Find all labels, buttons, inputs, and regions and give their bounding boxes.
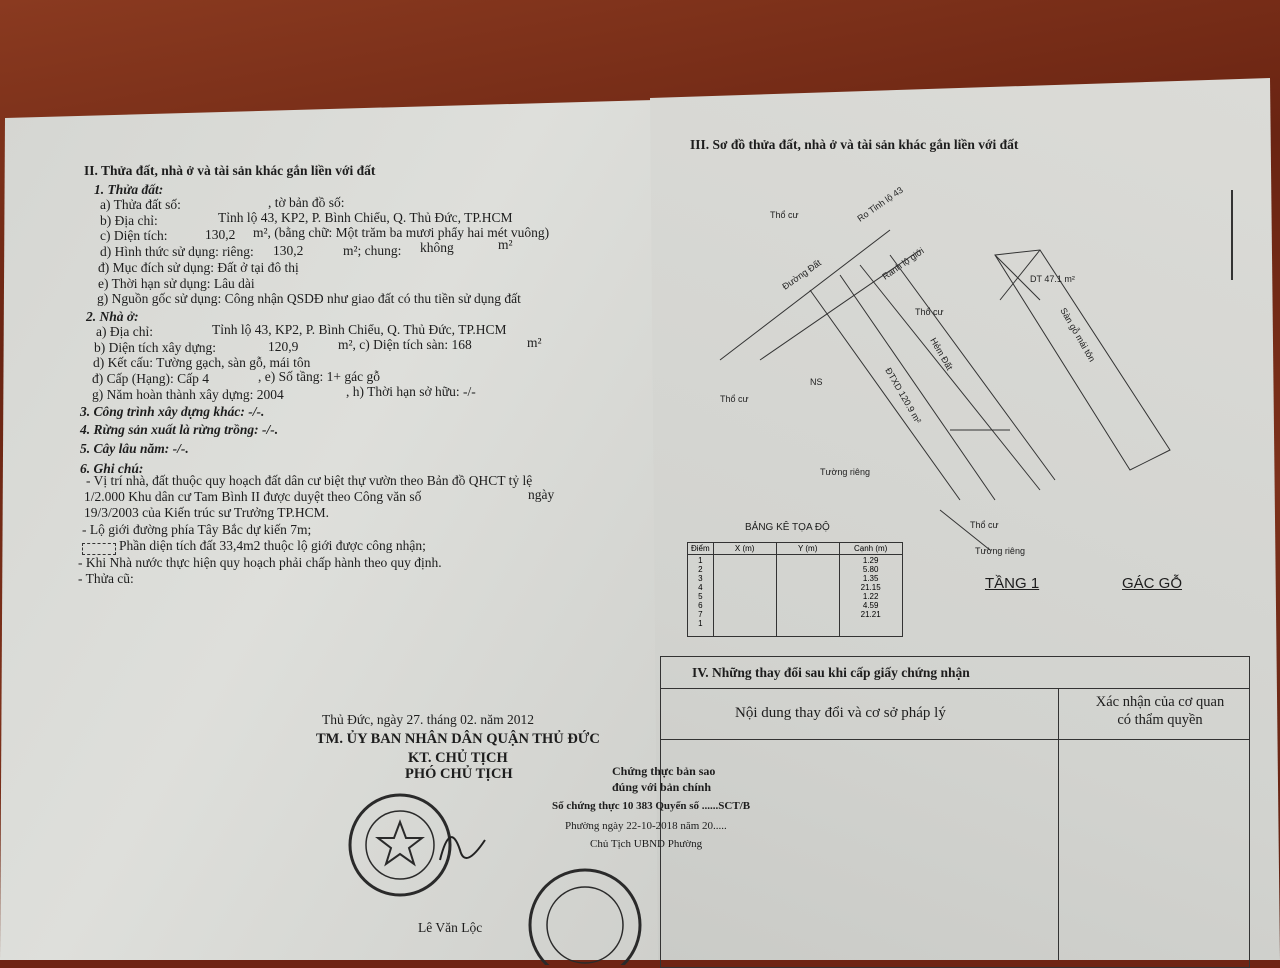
certification-date: Phường ngày 22-10-2018 năm 20..... bbox=[565, 820, 727, 832]
issuing-authority: TM. ỦY BAN NHÂN DÂN QUẬN THỦ ĐỨC bbox=[316, 731, 600, 748]
point-id: 5 bbox=[691, 592, 710, 601]
ownership-term: , h) Thời hạn sở hữu: -/- bbox=[346, 384, 476, 400]
stamp-line: đúng với bản chính bbox=[612, 780, 711, 795]
signer-title: KT. CHỦ TỊCH bbox=[408, 750, 508, 767]
map-label: Thổ cư bbox=[915, 307, 944, 317]
stamp-line: Chủ Tịch UBND Phường bbox=[590, 838, 702, 850]
edge-length: 21.15 bbox=[843, 583, 899, 592]
signer-name: Lê Văn Lộc bbox=[418, 920, 482, 936]
perennial-trees: 5. Cây lâu năm: -/-. bbox=[80, 441, 189, 457]
building-area-value: 120,9 bbox=[268, 339, 298, 355]
point-id: 4 bbox=[691, 583, 710, 592]
private-area: 130,2 bbox=[273, 243, 303, 259]
usage-origin: g) Nguồn gốc sử dụng: Công nhận QSDĐ như… bbox=[97, 291, 521, 307]
map-sheet-label: , tờ bản đồ số: bbox=[268, 195, 345, 211]
column-header: X (m) bbox=[713, 543, 776, 555]
unit: m² bbox=[527, 335, 542, 351]
floors: , e) Số tầng: 1+ gác gỗ bbox=[258, 369, 380, 385]
other-constructions: 3. Công trình xây dựng khác: -/-. bbox=[80, 404, 264, 420]
section-4-heading: IV. Những thay đổi sau khi cấp giấy chứn… bbox=[692, 665, 970, 681]
address-label: b) Địa chỉ: bbox=[100, 213, 158, 229]
completion-year: g) Năm hoàn thành xây dựng: 2004 bbox=[92, 387, 284, 403]
map-label: Tường riêng bbox=[975, 546, 1025, 556]
area-label: c) Diện tích: bbox=[100, 228, 167, 244]
floor-1-label: TẦNG 1 bbox=[985, 575, 1039, 592]
shared-label: m²; chung: bbox=[343, 243, 401, 259]
map-label: Sàn gỗ mái tôn bbox=[1058, 306, 1097, 363]
stamp-line: Chứng thực bản sao bbox=[612, 764, 715, 779]
certification-number: Số chứng thực 10 383 Quyển số ......SCT/… bbox=[552, 800, 750, 812]
map-label: Thổ cư bbox=[970, 520, 999, 530]
issue-date: Thủ Đức, ngày 27. tháng 02. năm 2012 bbox=[322, 712, 534, 728]
usage-term: e) Thời hạn sử dụng: Lâu dài bbox=[98, 276, 255, 292]
column-header: Cạnh (m) bbox=[839, 543, 902, 555]
edge-length: 1.22 bbox=[843, 592, 899, 601]
column-divider bbox=[1058, 688, 1059, 960]
parcel-number-label: a) Thửa đất số: bbox=[100, 197, 181, 213]
land-subheading: 1. Thửa đất: bbox=[94, 182, 163, 198]
note-line: Phần diện tích đất 33,4m2 thuộc lộ giới … bbox=[119, 538, 426, 554]
section-2-heading: II. Thửa đất, nhà ở và tài sản khác gắn … bbox=[84, 163, 375, 179]
edge-length: 4.59 bbox=[843, 601, 899, 610]
usage-purpose: đ) Mục đích sử dụng: Đất ở tại đô thị bbox=[98, 260, 299, 276]
note-line: - Khi Nhà nước thực hiện quy hoạch phải … bbox=[78, 555, 442, 571]
changes-column-header: Nội dung thay đổi và cơ sở pháp lý bbox=[735, 705, 946, 722]
floor-area: m², c) Diện tích sàn: 168 bbox=[338, 337, 472, 353]
shared-value: không bbox=[420, 240, 454, 256]
note-line: - Vị trí nhà, đất thuộc quy hoạch đất dâ… bbox=[86, 473, 532, 489]
edge-length: 1.29 bbox=[843, 556, 899, 565]
note-line: ngày bbox=[528, 487, 554, 503]
point-id: 2 bbox=[691, 565, 710, 574]
column-header: Điểm bbox=[688, 543, 714, 555]
note-line: 1/2.000 Khu dân cư Tam Bình II được duyệ… bbox=[84, 489, 421, 505]
area-value: 130,2 bbox=[205, 227, 235, 243]
building-area-label: b) Diện tích xây dựng: bbox=[94, 340, 216, 356]
map-label: Ranh lộ giới bbox=[880, 246, 925, 282]
map-label: ĐTXD 120.9 m² bbox=[883, 366, 923, 425]
point-id: 7 bbox=[691, 610, 710, 619]
left-page: II. Thửa đất, nhà ở và tài sản khác gắn … bbox=[0, 0, 660, 960]
signer-position: PHÓ CHỦ TỊCH bbox=[405, 766, 513, 783]
authority-column-header: có thẩm quyền bbox=[1075, 712, 1245, 729]
hatch-legend-box bbox=[82, 543, 116, 555]
usage-form-label: d) Hình thức sử dụng: riêng: bbox=[100, 244, 254, 260]
house-subheading: 2. Nhà ở: bbox=[86, 309, 139, 325]
edge-length: 5.80 bbox=[843, 565, 899, 574]
map-label: Ro Tỉnh lộ 43 bbox=[855, 185, 904, 224]
point-id: 6 bbox=[691, 601, 710, 610]
house-address-value: Tỉnh lộ 43, KP2, P. Bình Chiểu, Q. Thủ Đ… bbox=[212, 322, 506, 338]
point-id: 1 bbox=[691, 556, 710, 565]
ward-seal-stamp bbox=[515, 855, 665, 965]
note-line: 19/3/2003 của Kiến trúc sư Trưởng TP.HCM… bbox=[84, 505, 329, 521]
point-id: 1 bbox=[691, 619, 710, 628]
edge-length: 21.21 bbox=[843, 610, 899, 619]
grade: đ) Cấp (Hạng): Cấp 4 bbox=[92, 371, 209, 387]
edge-length: 1.35 bbox=[843, 574, 899, 583]
map-label: Thổ cư bbox=[770, 210, 799, 220]
column-header: Y (m) bbox=[776, 543, 839, 555]
note-line: - Thửa cũ: bbox=[78, 571, 134, 587]
note-line: - Lộ giới đường phía Tây Bắc dự kiến 7m; bbox=[82, 522, 311, 538]
edge-length bbox=[843, 619, 899, 628]
section-3-heading: III. Sơ đồ thửa đất, nhà ở và tài sản kh… bbox=[690, 137, 1018, 153]
house-address-label: a) Địa chỉ: bbox=[96, 324, 153, 340]
red-seal-stamp bbox=[340, 790, 490, 900]
map-label: NS bbox=[810, 377, 823, 387]
coordinate-table-title: BẢNG KÊ TỌA ĐỘ bbox=[745, 522, 830, 533]
point-id: 3 bbox=[691, 574, 710, 583]
address-value: Tỉnh lộ 43, KP2, P. Bình Chiểu, Q. Thủ Đ… bbox=[218, 210, 512, 226]
map-label: DT 47.1 m² bbox=[1030, 274, 1075, 284]
unit: m² bbox=[498, 237, 513, 253]
planted-forest: 4. Rừng sản xuất là rừng trồng: -/-. bbox=[80, 422, 278, 438]
wood-loft-label: GÁC GỖ bbox=[1122, 575, 1182, 592]
map-label: Tường riêng bbox=[820, 467, 870, 477]
map-label: Thổ cư bbox=[720, 394, 749, 404]
authority-column-header: Xác nhận của cơ quan bbox=[1075, 694, 1245, 711]
parcel-diagram: Thổ cư Ro Tỉnh lộ 43 Đường Đất Ranh lộ g… bbox=[710, 170, 1270, 560]
